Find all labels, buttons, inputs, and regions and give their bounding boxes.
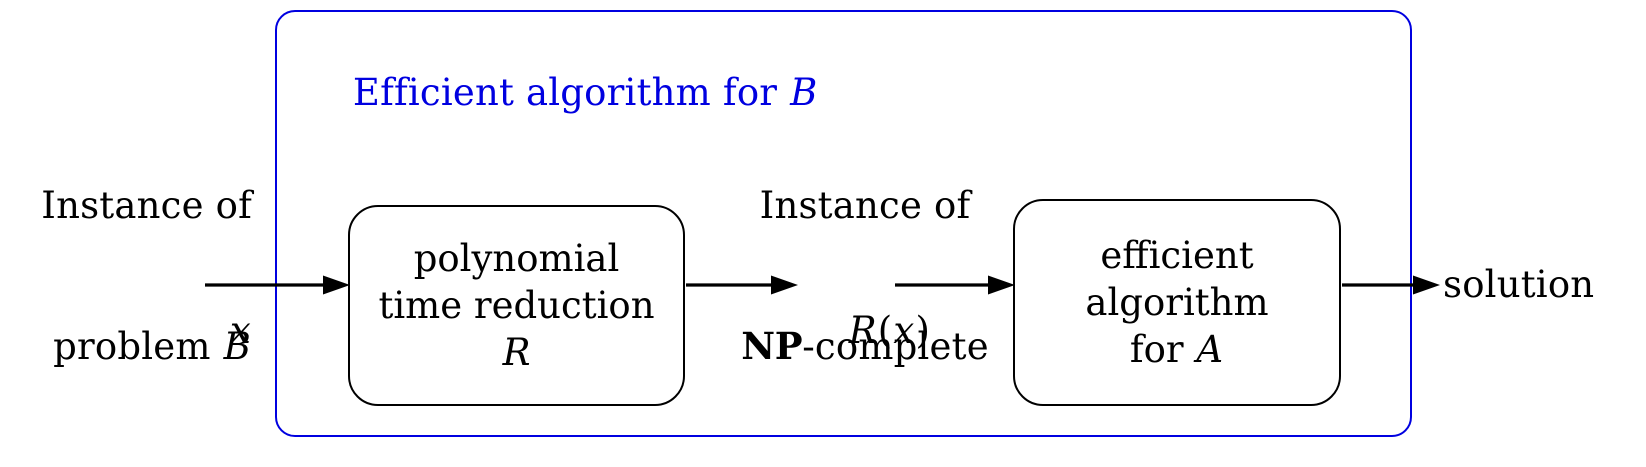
algorithm-box-variable: A: [1196, 328, 1224, 371]
intermediate-value-label: R(x): [700, 262, 1030, 400]
algorithm-box: efficient algorithm for A: [1013, 199, 1341, 406]
reduction-box-variable: R: [502, 331, 531, 374]
input-label-complexity-class: NP: [191, 465, 252, 467]
efficient-algorithm-for-b-frame: [275, 10, 1412, 437]
intermediate-label-complexity-class: NP: [741, 324, 803, 368]
input-label-line2-text: problem: [53, 325, 223, 368]
frame-title: Efficient algorithm for B: [305, 27, 819, 159]
intermediate-value-close-paren: ): [915, 309, 931, 352]
algorithm-box-line3-text: for: [1129, 328, 1196, 371]
reduction-box-line3: R: [502, 329, 532, 376]
intermediate-label-line2-text: -complete: [802, 325, 989, 368]
intermediate-value-argument: x: [893, 309, 915, 352]
frame-title-text: Efficient algorithm for: [352, 71, 790, 114]
reduction-box: polynomial time reduction R: [348, 205, 685, 406]
input-label-line2: problem B: [8, 323, 252, 370]
reduction-box-line2: time reduction: [378, 284, 655, 327]
arrow-reduction-to-rx: [686, 272, 798, 298]
arrow-algorithm-to-solution: [1342, 272, 1440, 298]
algorithm-box-line2: algorithm: [1085, 281, 1269, 324]
input-label-line2-variable: B: [223, 325, 251, 368]
arrow-rx-to-algorithm: [895, 272, 1015, 298]
input-value-variable: x: [229, 309, 251, 352]
intermediate-label: Instance of NP-complete problem A: [700, 88, 1030, 467]
input-label: Instance of problem B in NP: [8, 88, 252, 467]
input-label-line1: Instance of: [41, 184, 252, 227]
input-value-label: x: [8, 262, 252, 400]
algorithm-box-line1: efficient: [1100, 234, 1254, 277]
reduction-box-line1: polynomial: [413, 237, 620, 280]
output-label: solution: [1443, 263, 1595, 306]
intermediate-value-open-paren: (: [877, 309, 893, 352]
intermediate-label-line2: NP-complete: [700, 323, 1030, 370]
intermediate-label-line1: Instance of: [759, 184, 971, 227]
intermediate-value-function: R: [848, 309, 877, 352]
frame-title-variable: B: [790, 71, 818, 114]
arrow-x-to-reduction: [205, 272, 350, 298]
algorithm-box-line3: for A: [1130, 326, 1224, 373]
